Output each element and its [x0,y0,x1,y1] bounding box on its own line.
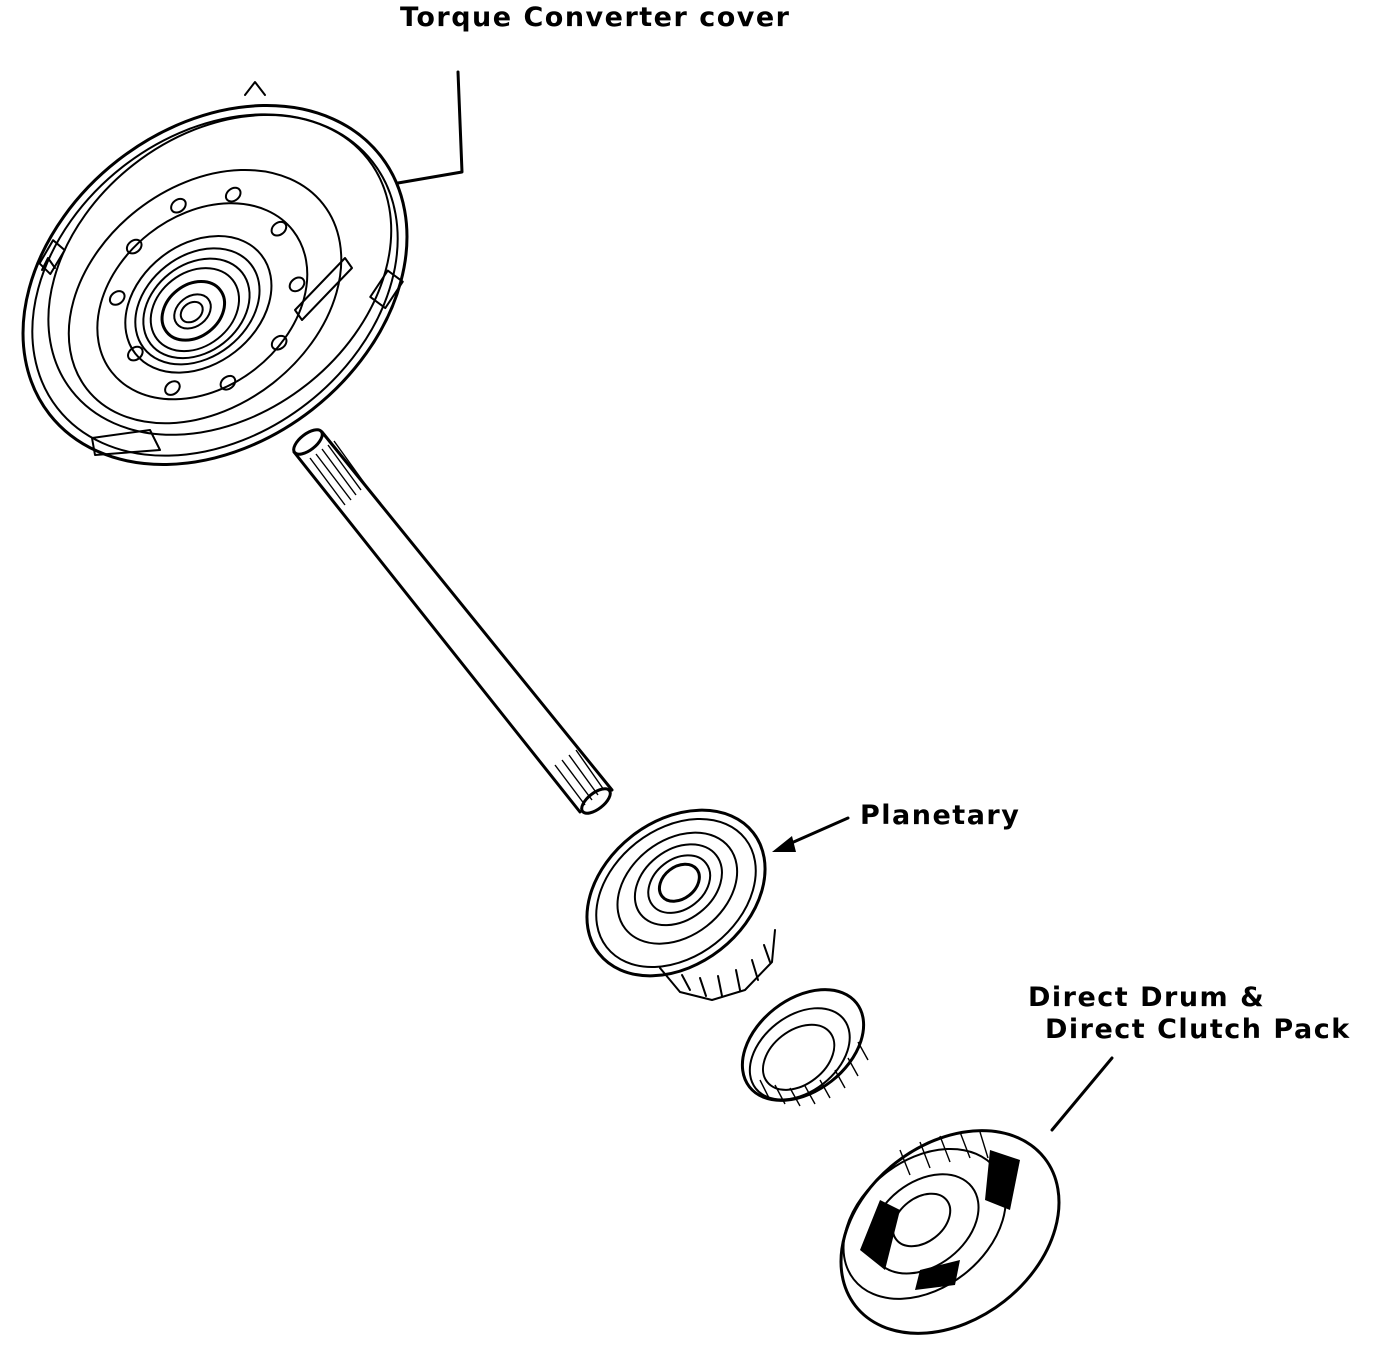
direct-drum-leader [1050,1056,1114,1132]
direct-drum-label-line2: Direct Clutch Pack [1045,1014,1351,1045]
planetary-label: Planetary [860,800,1021,831]
planetary-arrow [772,816,850,852]
torque-converter-leader [396,70,464,185]
torque-converter-cover [21,81,409,466]
direct-drum-label-line1: Direct Drum & [1028,982,1266,1013]
torque-converter-cover-label: Torque Converter cover [400,2,791,33]
direct-drum [839,1129,1061,1335]
sun-gear-ring [740,988,869,1107]
planetary-assembly [585,808,776,1001]
input-shaft [292,428,614,815]
